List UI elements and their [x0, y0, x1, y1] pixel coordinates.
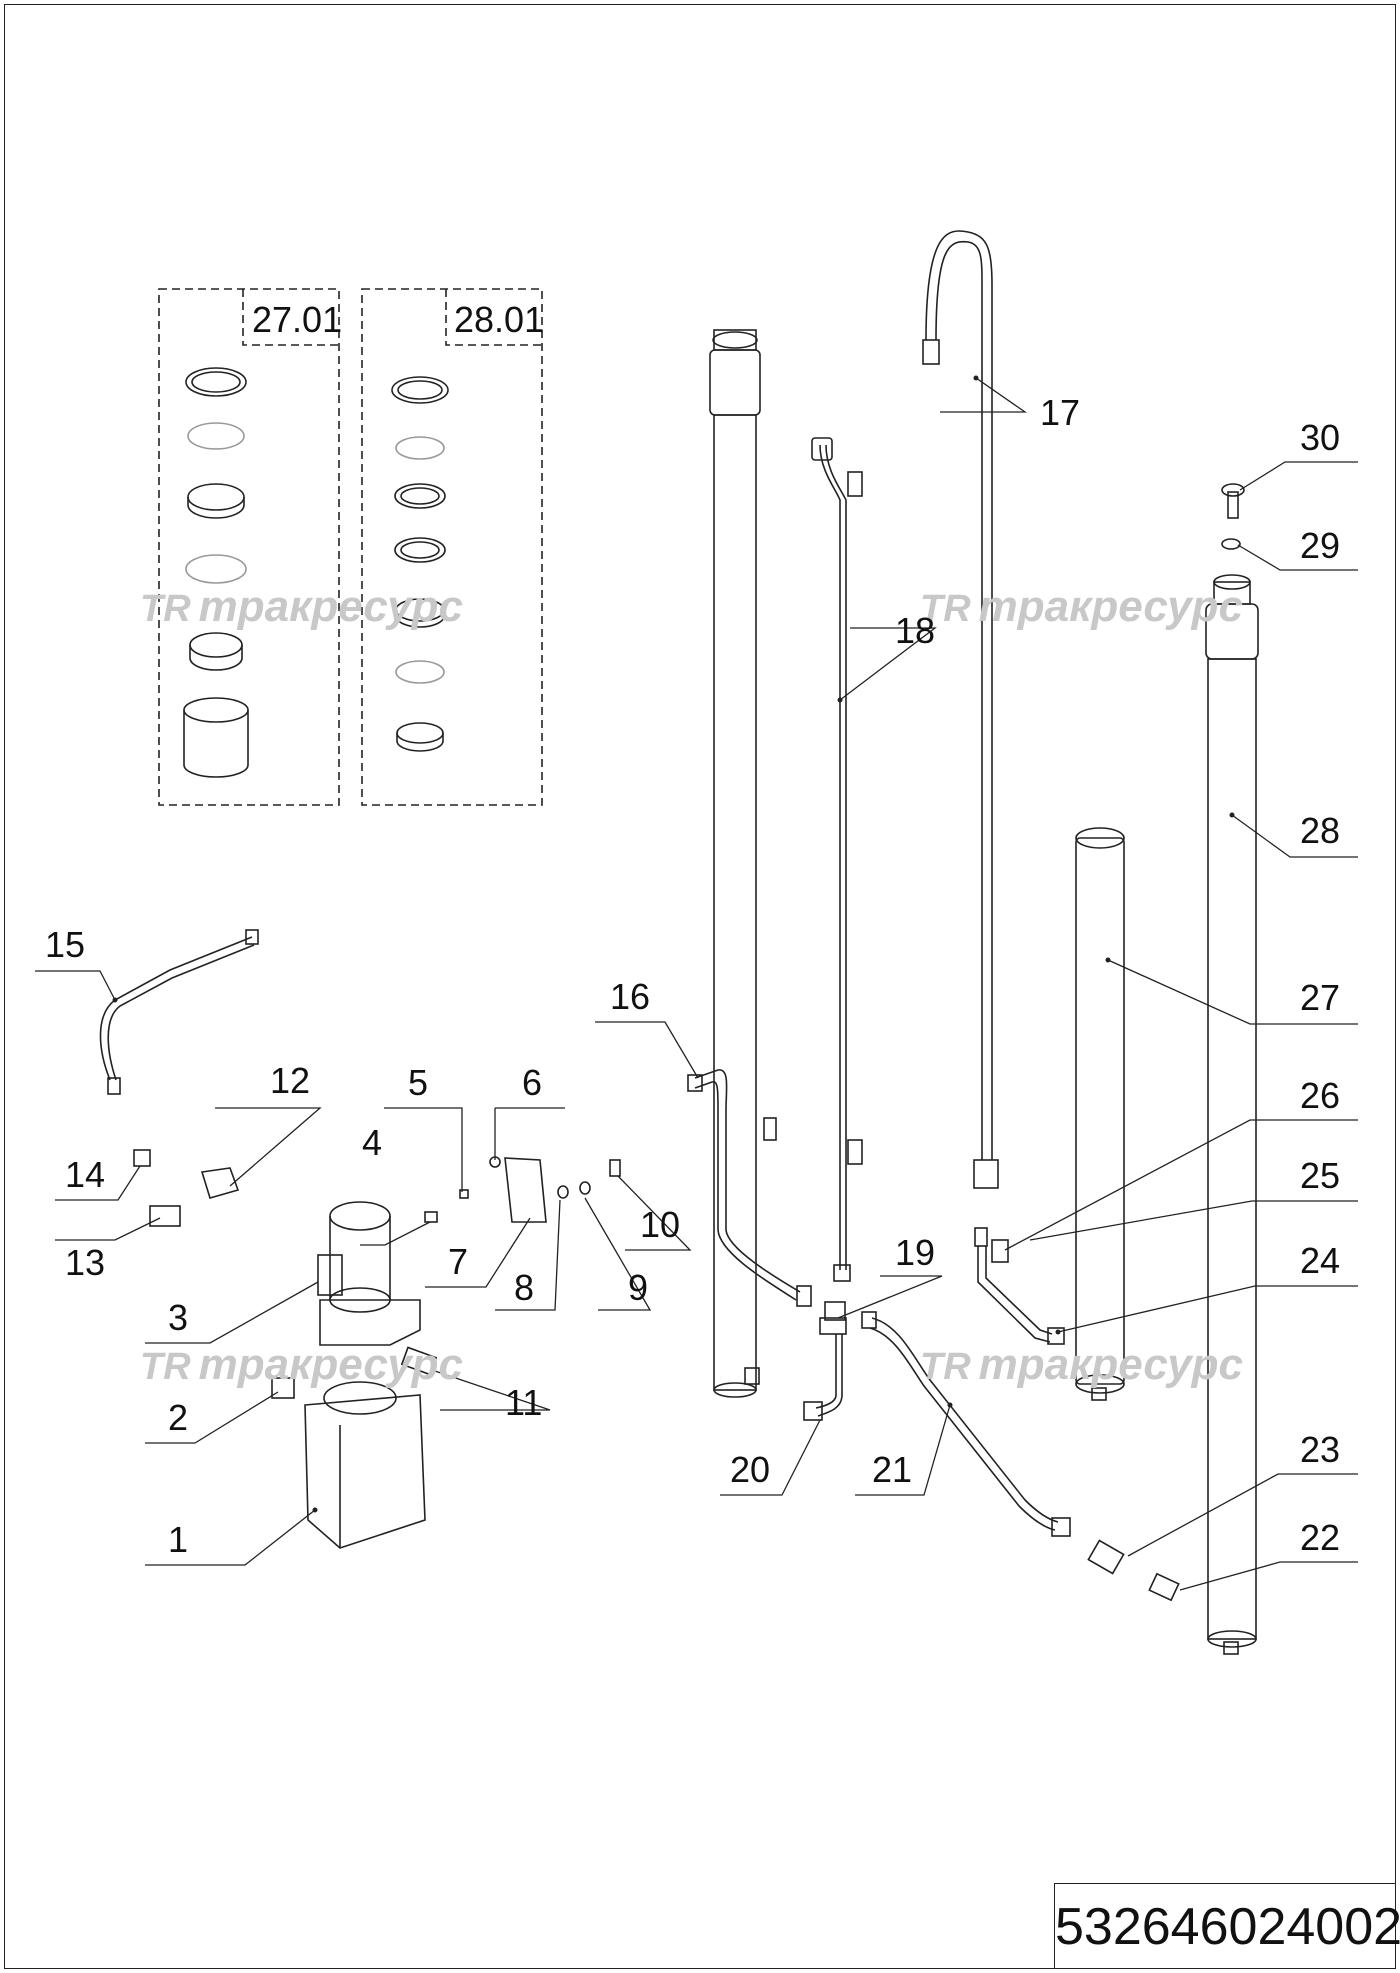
watermark-logo: TR — [140, 588, 191, 630]
washer-29 — [1221, 538, 1241, 550]
ring-8 — [557, 1185, 569, 1199]
tube-21 — [861, 1311, 1071, 1537]
callout-28: 28 — [1300, 810, 1341, 851]
callout-7: 7 — [448, 1241, 469, 1282]
cylinder-27 — [1075, 827, 1125, 1401]
nut-14 — [133, 1149, 151, 1167]
callout-3: 3 — [168, 1297, 189, 1338]
callout-14: 14 — [65, 1154, 106, 1195]
callout-9: 9 — [628, 1267, 649, 1308]
clamp-13 — [149, 1205, 181, 1227]
power-unit-3 — [317, 1201, 421, 1346]
cylinder-left — [709, 329, 761, 1398]
callout-22: 22 — [1300, 1517, 1341, 1558]
seal-kit-27-01 — [158, 288, 340, 806]
valve-11 — [400, 1346, 438, 1376]
bolt-10 — [609, 1159, 621, 1177]
tube-18 — [811, 437, 863, 1282]
callout-13: 13 — [65, 1242, 106, 1283]
callout-29: 29 — [1300, 525, 1341, 566]
callout-12: 12 — [270, 1060, 311, 1101]
callout-4: 4 — [362, 1122, 383, 1163]
callout-24: 24 — [1300, 1240, 1341, 1281]
callout-25: 25 — [1300, 1155, 1341, 1196]
callout-17: 17 — [1040, 392, 1081, 433]
leader-lines — [35, 377, 1358, 1591]
fitting-22 — [1148, 1572, 1180, 1602]
callout-18: 18 — [895, 610, 936, 651]
cylinder-28 — [1205, 574, 1259, 1655]
callout-2: 2 — [168, 1397, 189, 1438]
callout-19: 19 — [895, 1232, 936, 1273]
callout-21: 21 — [872, 1449, 913, 1490]
tube-16 — [687, 1069, 812, 1307]
callout-26: 26 — [1300, 1075, 1341, 1116]
bracket-7 — [504, 1157, 547, 1223]
screw-30 — [1221, 483, 1245, 519]
callout-20: 20 — [730, 1449, 771, 1490]
watermark-logo: TR — [140, 1346, 191, 1388]
watermark-text: тракресурс — [978, 1340, 1244, 1389]
callout-10: 10 — [640, 1204, 681, 1245]
callout-1: 1 — [168, 1519, 189, 1560]
watermark-logo: TR — [920, 588, 971, 630]
hose-17 — [922, 230, 999, 1189]
watermark-text: тракресурс — [978, 582, 1244, 631]
document-number: 532646024002 — [1054, 1883, 1400, 1969]
watermark-text: тракресурс — [198, 1340, 464, 1389]
callout-23: 23 — [1300, 1429, 1341, 1470]
ring-9 — [579, 1181, 591, 1195]
callout-15: 15 — [45, 924, 86, 965]
callout-11: 11 — [505, 1382, 543, 1423]
nut-5 — [459, 1189, 469, 1199]
watermark-text: тракресурс — [198, 582, 464, 631]
callout-30: 30 — [1300, 417, 1341, 458]
callout-8: 8 — [514, 1267, 535, 1308]
tank-1 — [304, 1381, 426, 1549]
clamp-12 — [200, 1167, 240, 1199]
tube-24 — [974, 1227, 1065, 1345]
kit-label-27-01: 27.01 — [252, 299, 343, 340]
callout-27: 27 — [1300, 977, 1341, 1018]
callout-6: 6 — [522, 1062, 543, 1103]
drawing-frame — [4, 4, 1396, 1969]
bolt-4 — [424, 1211, 438, 1223]
fitting-23 — [1087, 1539, 1125, 1575]
seal-kit-28-01 — [361, 288, 543, 806]
watermark-logo: TR — [920, 1346, 971, 1388]
kit-label-28-01: 28.01 — [454, 299, 545, 340]
tube-15 — [99, 929, 259, 1095]
tee-fitting-19 — [803, 1301, 847, 1421]
leader-dots — [112, 375, 1235, 1513]
callout-16: 16 — [610, 976, 651, 1017]
callout-5: 5 — [408, 1062, 429, 1103]
plug-2 — [271, 1377, 295, 1399]
